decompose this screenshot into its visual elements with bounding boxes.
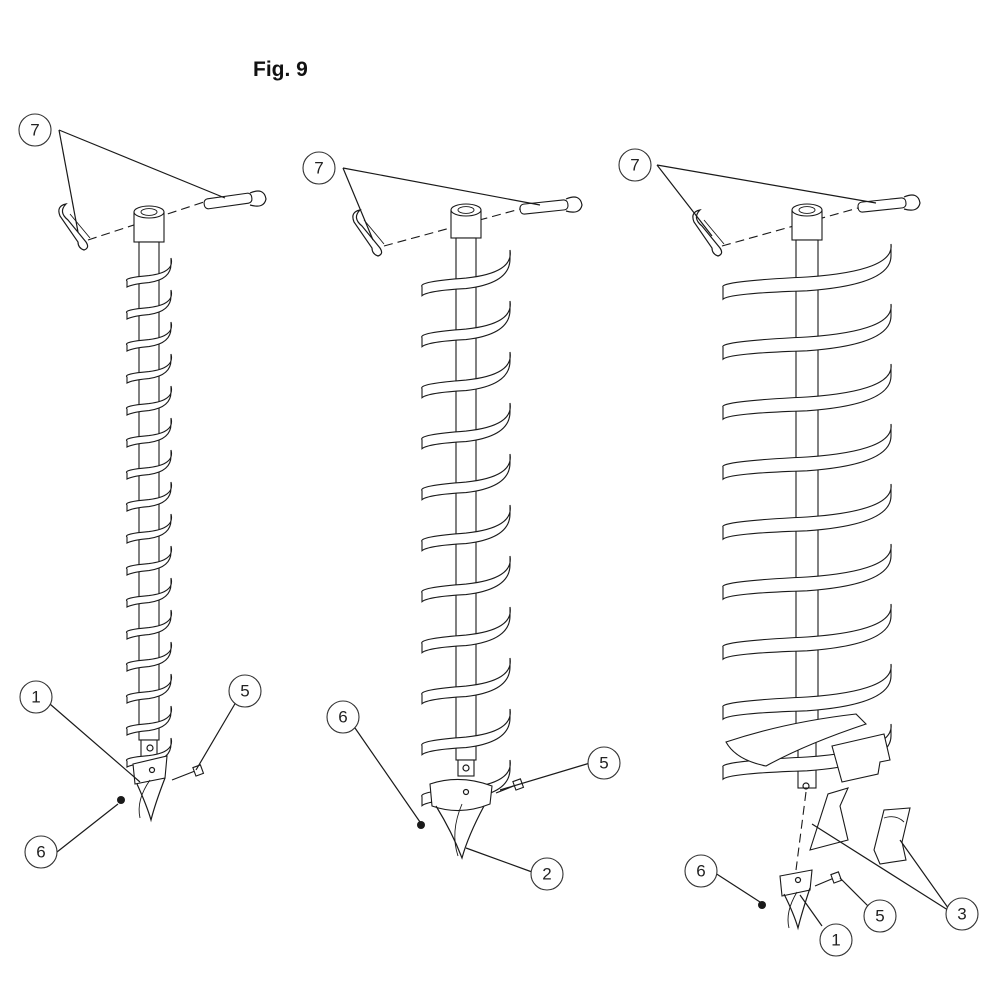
flight-turn — [421, 402, 511, 450]
svg-text:5: 5 — [240, 682, 249, 701]
callout-b-bolt: 5 — [587, 746, 621, 780]
auger-narrow — [58, 190, 267, 823]
flight-turn — [125, 641, 173, 672]
flight-turn — [421, 555, 511, 603]
flight-turn — [125, 321, 173, 352]
flight-turn — [421, 300, 511, 348]
flight-turn — [722, 663, 892, 721]
flight-turn — [421, 708, 511, 756]
flight-turn — [722, 603, 892, 661]
flight-turn — [125, 353, 173, 384]
pin-clip-c — [692, 209, 725, 257]
callout-c-pin: 7 — [618, 148, 652, 182]
callout-a-tip: 1 — [19, 680, 53, 714]
flight-turn — [421, 351, 511, 399]
svg-text:6: 6 — [338, 708, 347, 727]
svg-text:6: 6 — [696, 862, 705, 881]
pin-clip-b — [352, 209, 385, 257]
flight-turn — [421, 606, 511, 654]
flight-turn — [125, 705, 173, 736]
callout-c-bolt: 5 — [863, 899, 897, 933]
flight-turn — [421, 504, 511, 552]
flight-turn — [421, 249, 511, 297]
flight-turn — [125, 449, 173, 480]
callout-b-tip: 2 — [530, 857, 564, 891]
flight-turn — [722, 423, 892, 481]
leader-lines — [42, 129, 952, 927]
svg-text:5: 5 — [875, 907, 884, 926]
shaft-a — [133, 205, 165, 759]
flight-turn — [722, 363, 892, 421]
flight-turn — [125, 609, 173, 640]
svg-text:1: 1 — [31, 688, 40, 707]
flight-turn — [421, 657, 511, 705]
flight-turn — [125, 545, 173, 576]
hitch-pin-b — [519, 196, 583, 215]
flight-turn — [722, 483, 892, 541]
figure-title: Fig. 9 — [253, 58, 308, 81]
flight-turn — [125, 673, 173, 704]
svg-text:7: 7 — [30, 121, 39, 140]
callout-b-nut: 6 — [326, 700, 360, 734]
cutting-teeth-c — [809, 733, 911, 865]
flight-turn — [125, 577, 173, 608]
callout-a-nut: 6 — [24, 835, 58, 869]
svg-text:1: 1 — [831, 931, 840, 950]
callout-b-pin: 7 — [302, 151, 336, 185]
hitch-pin-a — [203, 190, 267, 210]
callout-a-pin: 7 — [18, 113, 52, 147]
svg-text:5: 5 — [599, 754, 608, 773]
auger-tip-b — [429, 778, 493, 860]
svg-text:3: 3 — [957, 905, 966, 924]
pin-clip-a — [58, 203, 91, 251]
auger-wide — [692, 194, 921, 931]
flight-turn — [125, 289, 173, 320]
bolt-c — [814, 871, 843, 887]
svg-text:7: 7 — [314, 159, 323, 178]
svg-text:6: 6 — [36, 843, 45, 862]
callout-a-bolt: 5 — [228, 674, 262, 708]
shaft-b — [450, 203, 482, 777]
auger-medium — [352, 196, 583, 860]
flight-turn — [722, 243, 892, 301]
flight-turn — [125, 481, 173, 512]
flight-turn — [125, 513, 173, 544]
nut-b — [417, 821, 425, 829]
flight-turn — [125, 417, 173, 448]
auger-tip-a — [132, 755, 168, 823]
callout-c-tip: 1 — [819, 923, 853, 957]
auger-tip-c — [779, 869, 813, 931]
flight-turn — [125, 385, 173, 416]
callout-c-nut: 6 — [684, 854, 718, 888]
nut-c — [758, 901, 766, 909]
flight-turn — [421, 453, 511, 501]
svg-text:2: 2 — [542, 865, 551, 884]
flight-turn — [722, 303, 892, 361]
flight-turn — [125, 257, 173, 288]
flight-turn — [722, 543, 892, 601]
nut-a — [117, 796, 125, 804]
bolt-a — [171, 764, 205, 781]
svg-text:7: 7 — [630, 156, 639, 175]
callout-c-teeth: 3 — [945, 897, 979, 931]
hitch-pin-c — [857, 194, 921, 213]
